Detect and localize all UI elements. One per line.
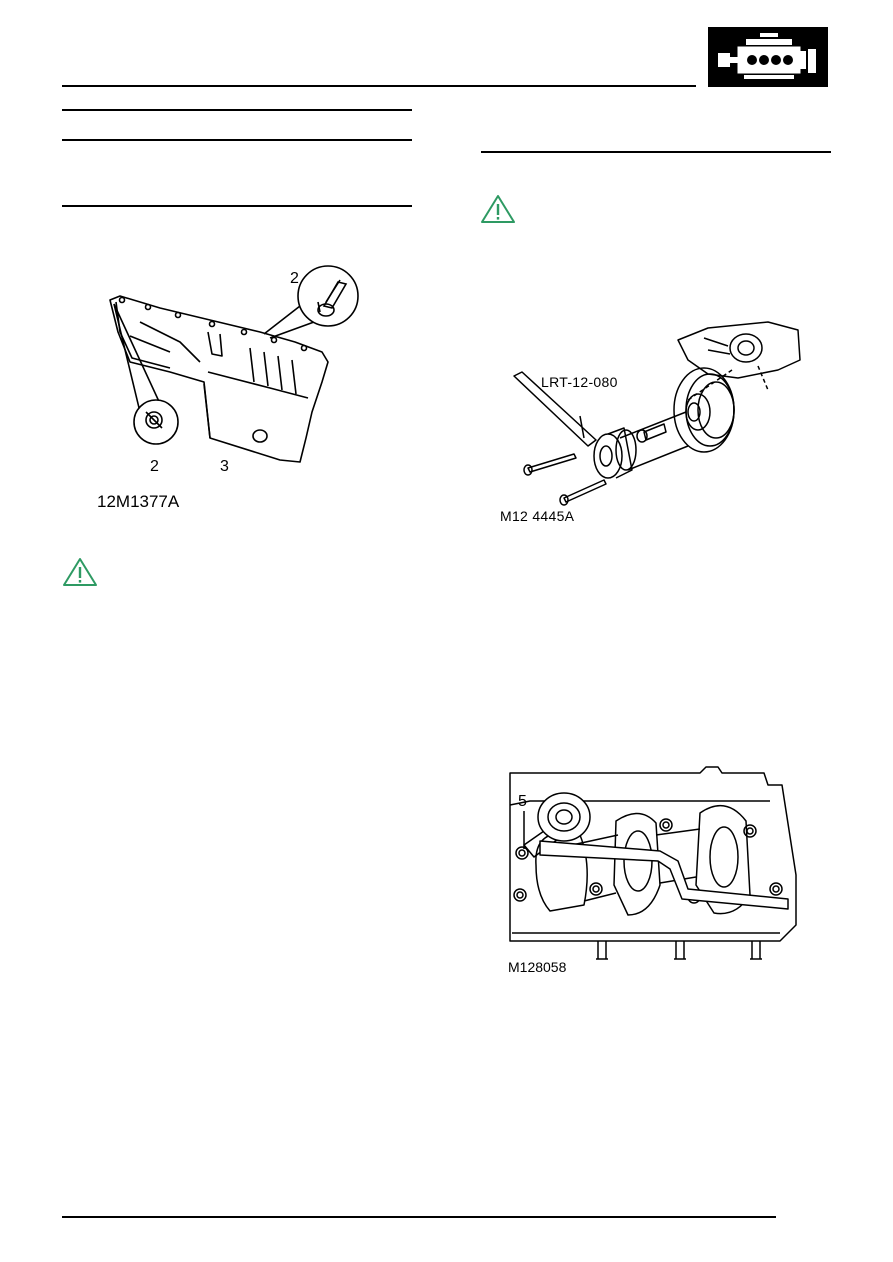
figure-code-m12-4445a: M12 4445A [500,508,575,524]
left-rule-1 [62,109,412,111]
callout-2-top: 2 [290,270,299,287]
engine-section-logo [708,27,828,87]
caution-triangle-icon [481,195,515,223]
caution-left [62,557,98,592]
oil-sump-figure [100,262,360,472]
caution-triangle-icon [63,558,97,586]
figure-code-m128058: M128058 [508,959,567,975]
callout-5: 5 [518,793,527,810]
tool-label-lrt-12-080: LRT-12-080 [541,374,618,390]
callout-2-bottom: 2 [150,458,159,475]
left-rule-2 [62,139,412,141]
crank-pulley-figure [508,320,808,510]
crankshaft-tool-figure [500,765,800,970]
figure-code-12M1377A: 12M1377A [97,492,180,511]
right-rule-1 [481,151,831,153]
caution-right [480,194,516,229]
engine-icon [718,33,816,79]
footer-rule [62,1216,776,1218]
header-rule [62,85,696,87]
callout-3-sump: 3 [220,458,229,475]
left-rule-3 [62,205,412,207]
